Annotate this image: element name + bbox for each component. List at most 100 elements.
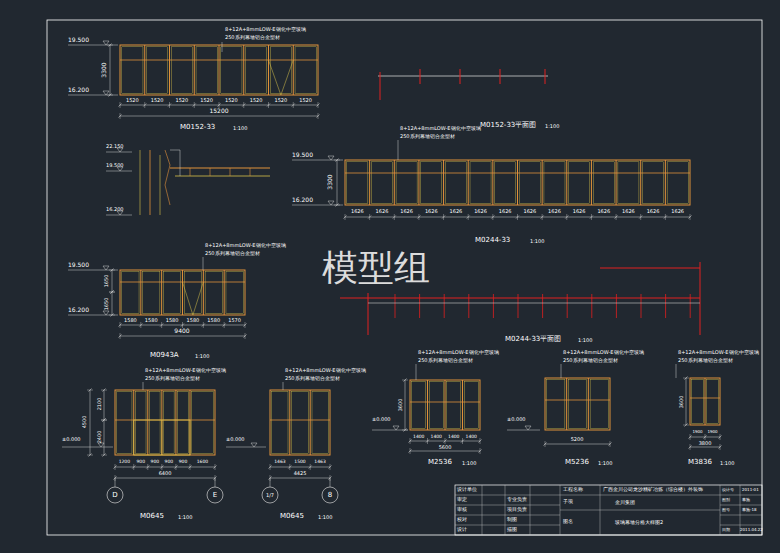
glass-panel [272, 392, 288, 453]
extension-line [334, 160, 340, 161]
glass-panel [246, 47, 267, 93]
drawing-label: 1626 [622, 209, 635, 214]
extension-line [542, 214, 543, 220]
dimension-line [337, 160, 338, 205]
drawing-label: 1626 [647, 209, 660, 214]
dimension-line [270, 478, 330, 479]
drawing-label: 1:100 [545, 124, 559, 129]
door-frame [134, 420, 190, 455]
drawing-label: ±0.000 [372, 417, 391, 422]
axis-line [395, 294, 396, 318]
extension-line [462, 438, 463, 444]
axis-line [690, 294, 691, 318]
extension-line [120, 102, 121, 108]
drawing-border [47, 20, 762, 535]
drawing-label: 1570 [228, 318, 241, 323]
axis-line [460, 69, 461, 84]
drawing-label: 设计号 [722, 488, 734, 492]
dimension-line [120, 116, 318, 117]
glass-panel [122, 47, 143, 93]
drawing-label: 250系列幕墙铝合金型材 [145, 376, 200, 381]
table-rule [455, 515, 560, 516]
drawing-label: 1626 [548, 209, 561, 214]
drawing-label: 250系列幕墙铝合金型材 [418, 358, 473, 363]
door-swing [193, 282, 203, 315]
mullion [591, 160, 592, 205]
level-line [68, 315, 118, 316]
axis-line [641, 294, 642, 318]
drawing-label: 1580 [187, 318, 200, 323]
extension-line [194, 102, 195, 108]
drawing-label: 6400 [159, 471, 172, 476]
drawing-label: 描图 [507, 528, 517, 533]
level-line [292, 205, 343, 206]
drawing-label: 16.200 [68, 307, 89, 313]
axis-line [468, 294, 469, 318]
extension-line [330, 464, 331, 470]
extension-line [318, 113, 319, 119]
level-line [106, 215, 132, 216]
drawing-label: 2011-01 [742, 488, 759, 492]
extension-line [705, 434, 706, 440]
glass-panel [421, 162, 442, 203]
axis-line [420, 69, 421, 84]
drawing-label: 1580 [145, 318, 158, 323]
glass-panel [569, 162, 590, 203]
mullion [542, 160, 543, 205]
drawing-label: 8+12A+8mmLOW-E钢化中空玻璃 [418, 350, 499, 355]
extension-line [289, 464, 290, 470]
extension-line [169, 102, 170, 108]
drawing-label: 4500 [82, 416, 87, 429]
extension-line [147, 464, 148, 470]
drawing-label: 校对 [457, 518, 467, 523]
drawing-label: 1626 [597, 209, 610, 214]
extension-line [101, 390, 107, 391]
leader-line [283, 382, 284, 390]
dimension-line [120, 336, 245, 337]
axis-line [542, 294, 543, 318]
drawing-label: ±0.000 [226, 437, 245, 442]
curtain-wall-frame [115, 390, 215, 455]
table-rule [560, 495, 720, 496]
drawing-label: 1626 [573, 209, 586, 214]
section-line [150, 150, 151, 215]
drawing-label: 专业负责 [507, 498, 527, 503]
drawing-label: 1520 [225, 98, 238, 103]
mullion [705, 378, 706, 425]
mullion [310, 390, 311, 455]
glass-panel [692, 380, 703, 423]
drawing-label: 3300 [327, 174, 333, 189]
mullion [147, 390, 148, 455]
glass-panel [226, 272, 243, 313]
drawing-label: 8+12A+8mmLOW-E钢化中空玻璃 [145, 368, 226, 373]
extension-line [720, 444, 721, 450]
mullion [293, 45, 294, 95]
axis-line [419, 294, 420, 318]
drawing-label: 模型组 [322, 250, 430, 286]
extension-line [101, 420, 107, 421]
extension-line [109, 270, 115, 271]
drawing-label: 1626 [523, 209, 536, 214]
extension-line [480, 438, 481, 444]
axis-line [665, 294, 666, 318]
drawing-label: 19.500 [106, 163, 124, 168]
extension-line [690, 434, 691, 440]
mullion [665, 160, 666, 205]
drawing-label: 3800 [699, 441, 712, 446]
extension-line [369, 214, 370, 220]
drawing-label: 4425 [294, 471, 307, 476]
level-mark [103, 266, 109, 270]
transom [270, 420, 330, 421]
leader-line [203, 257, 204, 270]
glass-panel [464, 382, 478, 428]
extension-line [101, 420, 107, 421]
extension-line [120, 333, 121, 339]
glass-panel [136, 392, 146, 453]
axis-line [270, 478, 271, 487]
drawing-label: M0645 [140, 513, 164, 520]
level-mark [328, 201, 334, 205]
glass-panel [593, 162, 614, 203]
extension-line [468, 214, 469, 220]
drawing-label: 2011.04.22 [740, 528, 763, 532]
drawing-label: M0244-33平面图 [505, 336, 561, 343]
